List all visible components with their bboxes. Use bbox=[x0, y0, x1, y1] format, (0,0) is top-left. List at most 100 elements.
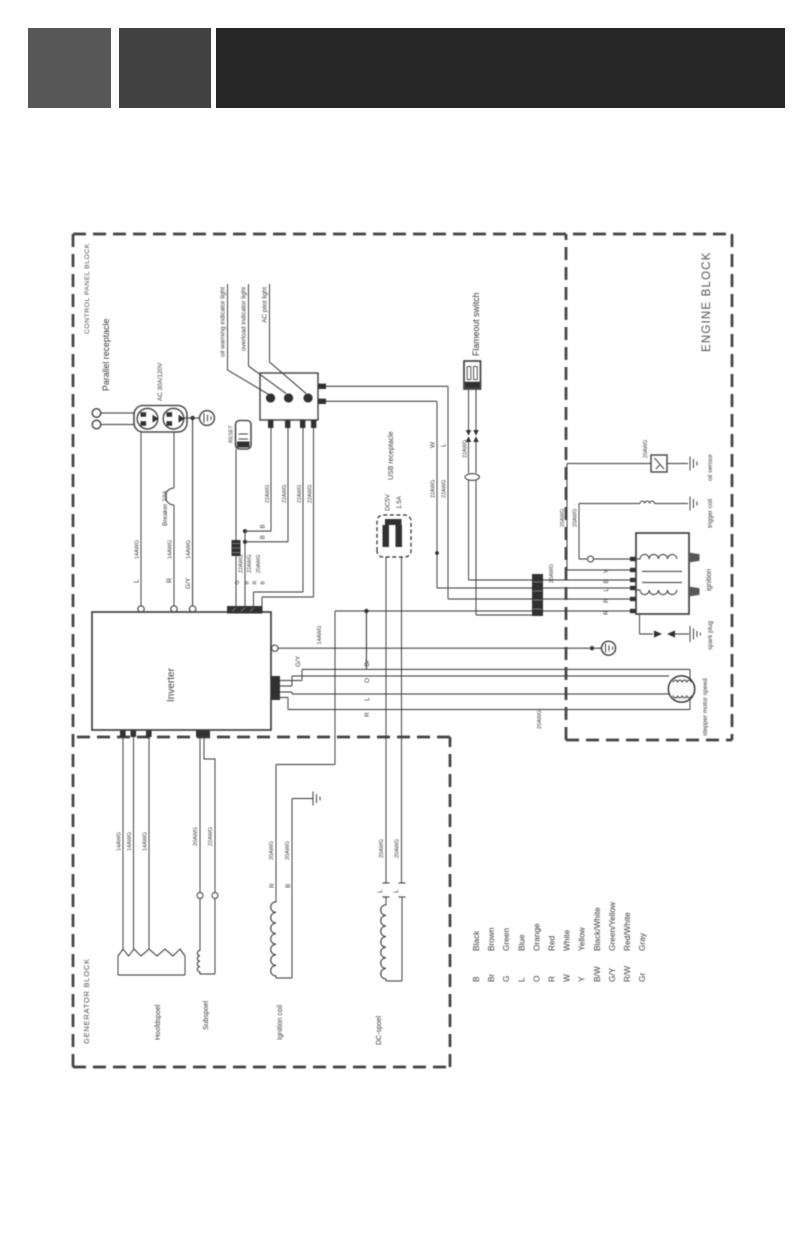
oil-sensor-label: oil sensor bbox=[707, 454, 714, 481]
gauge-label: 20AWG bbox=[193, 827, 199, 846]
gauge-label: 20AWG bbox=[269, 841, 275, 860]
gauge-label: 14AWG bbox=[127, 832, 133, 851]
control-panel-block-label: CONTROL PANEL BLOCK bbox=[84, 243, 91, 334]
wire-letter: R bbox=[269, 883, 276, 888]
parallel-receptacle-label: Parallel receptacle bbox=[101, 319, 111, 391]
usb-label: USB receptacle bbox=[388, 431, 395, 480]
legend-name: Green bbox=[501, 928, 511, 951]
wiring-diagram-svg: GENERATOR BLOCK CONTROL PANEL BLOCK ENGI… bbox=[71, 232, 734, 1069]
spark-plug-label: spark plug bbox=[707, 620, 714, 650]
gauge-label: 22AWG bbox=[239, 555, 245, 573]
flameout-switch: Flameout switch 22AWG bbox=[463, 292, 630, 616]
sub-coil: 20AWG 22AWG Subspoel bbox=[193, 729, 219, 1030]
parallel-receptacle: Parallel receptacle bbox=[91, 319, 134, 430]
ground-circle-receptacle bbox=[184, 409, 216, 427]
flameout-label: Flameout switch bbox=[471, 292, 481, 356]
wire-letter: L bbox=[377, 889, 384, 893]
legend-abbr: O bbox=[531, 975, 541, 982]
indicator-light-label: oil warning indicator light bbox=[220, 287, 227, 357]
wire-letter: R bbox=[167, 578, 174, 583]
gauge-label: 20AWG bbox=[285, 841, 291, 860]
wire-letter: G bbox=[235, 580, 241, 584]
oil-sensor-circuit: 20AWG 20AWG oil sensor bbox=[560, 440, 714, 571]
gauge-label: 14AWG bbox=[317, 625, 323, 644]
wire-letter: G/Y bbox=[295, 655, 302, 667]
legend-abbr: G/Y bbox=[607, 967, 617, 982]
gauge-label: 22AWG bbox=[463, 440, 469, 458]
reset-breaker: RESET bbox=[229, 419, 252, 450]
legend-abbr: R/W bbox=[622, 966, 632, 982]
trigger-coil-label: trigger coil bbox=[707, 499, 714, 528]
gauge-label: 22AWG bbox=[282, 485, 288, 503]
gauge-label: 20AWG bbox=[537, 710, 543, 729]
legend-abbr: W bbox=[562, 974, 572, 982]
wire-letter: B bbox=[261, 581, 267, 585]
usb-amp-label: 1.5A bbox=[396, 495, 403, 509]
legend-name: Red/White bbox=[622, 912, 632, 951]
wire-letter: G/Y bbox=[185, 577, 192, 589]
usb-dc-label: DC5V bbox=[385, 493, 392, 511]
gauge-label: 22AWG bbox=[247, 555, 253, 573]
legend-name: Orange bbox=[531, 923, 541, 951]
stepper-label: stepper motor speed bbox=[702, 678, 709, 736]
legend-name: Red bbox=[547, 935, 557, 951]
legend-abbr: R bbox=[547, 976, 557, 982]
gauge-label: 20AWG bbox=[643, 440, 649, 458]
gauge-label: 22AWG bbox=[442, 480, 448, 498]
wire-letter: L bbox=[134, 579, 141, 583]
legend-abbr: G bbox=[501, 976, 511, 982]
header-bar-2 bbox=[119, 28, 211, 108]
legend-name: Brown bbox=[486, 927, 496, 951]
gauge-label: 20AWG bbox=[395, 839, 401, 858]
wire-letter: L bbox=[393, 889, 400, 893]
header-bar-3 bbox=[216, 28, 785, 108]
legend-name: White bbox=[562, 929, 572, 951]
legend-abbr: L bbox=[516, 977, 526, 982]
ac-receptacle: AC 30A/120V bbox=[133, 362, 188, 433]
sub-coil-label: Subspoel bbox=[203, 1000, 210, 1030]
legend-abbr: Y bbox=[577, 976, 587, 982]
legend-name: Green/Yellow bbox=[607, 901, 617, 951]
legend-abbr: Gr bbox=[637, 973, 647, 982]
wire-letter: R bbox=[603, 610, 610, 615]
reset-label: RESET bbox=[229, 425, 235, 443]
gauge-label: 20AWG bbox=[560, 509, 566, 527]
legend-abbr: Br bbox=[486, 973, 496, 982]
wire-letter: B bbox=[285, 884, 292, 888]
wiring-diagram-rotated: GENERATOR BLOCK CONTROL PANEL BLOCK ENGI… bbox=[70, 228, 735, 1070]
gauge-label: 20AWG bbox=[379, 839, 385, 858]
wire-letter: R bbox=[603, 598, 610, 603]
stepper-motor: stepper motor speed bbox=[667, 675, 709, 736]
trigger-coil-circuit: 20AWG trigger coil bbox=[573, 496, 714, 563]
usb-receptacle: USB receptacle DC5V 1.5A bbox=[376, 431, 412, 558]
gauge-label: 22AWG bbox=[208, 827, 214, 846]
gauge-label: 14AWG bbox=[143, 832, 149, 851]
inverter-label: Inverter bbox=[166, 667, 177, 702]
gauge-label: 20AWG bbox=[256, 555, 262, 573]
wire-letter: B bbox=[261, 524, 267, 528]
legend-abbr: B/W bbox=[592, 966, 602, 982]
ignition-coil-generator: R B 20AWG 20AWG Ignition coil bbox=[269, 611, 336, 1040]
inverter-panel-connector: B B 22AWG 22AWG 20AWG G B R B 22AWG 22AW… bbox=[227, 427, 315, 614]
dc-coil: L L 20AWG 20AWG DC-spoel bbox=[376, 557, 406, 1045]
wire-letter: B bbox=[603, 579, 610, 583]
block-borders bbox=[71, 232, 734, 1069]
wire-letter: W bbox=[430, 441, 437, 448]
wire-letter: L bbox=[441, 443, 448, 447]
indicator-light-label: AC pilot light bbox=[262, 287, 269, 323]
wiring-diagram-landscape: GENERATOR BLOCK CONTROL PANEL BLOCK ENGI… bbox=[70, 228, 735, 1070]
header-bar-1 bbox=[28, 28, 111, 108]
inverter: Inverter bbox=[91, 611, 272, 731]
engine-block-label: ENGINE BLOCK bbox=[701, 251, 713, 352]
wire-letter: B bbox=[245, 581, 251, 585]
gauge-label: 14AWG bbox=[186, 540, 192, 559]
stepper-wires: R L O Br 20AWG bbox=[271, 659, 691, 729]
ignition-coil-label: Ignition coil bbox=[277, 1005, 284, 1040]
gauge-label: 22AWG bbox=[308, 485, 314, 503]
wire-letter: L bbox=[603, 588, 610, 592]
wire-letter: R bbox=[364, 712, 371, 717]
main-coil: 14AWG 14AWG 14AWG Hoofdspoel bbox=[117, 729, 186, 1040]
wire-letter: B bbox=[261, 535, 267, 539]
legend-name: Yellow bbox=[577, 926, 587, 951]
